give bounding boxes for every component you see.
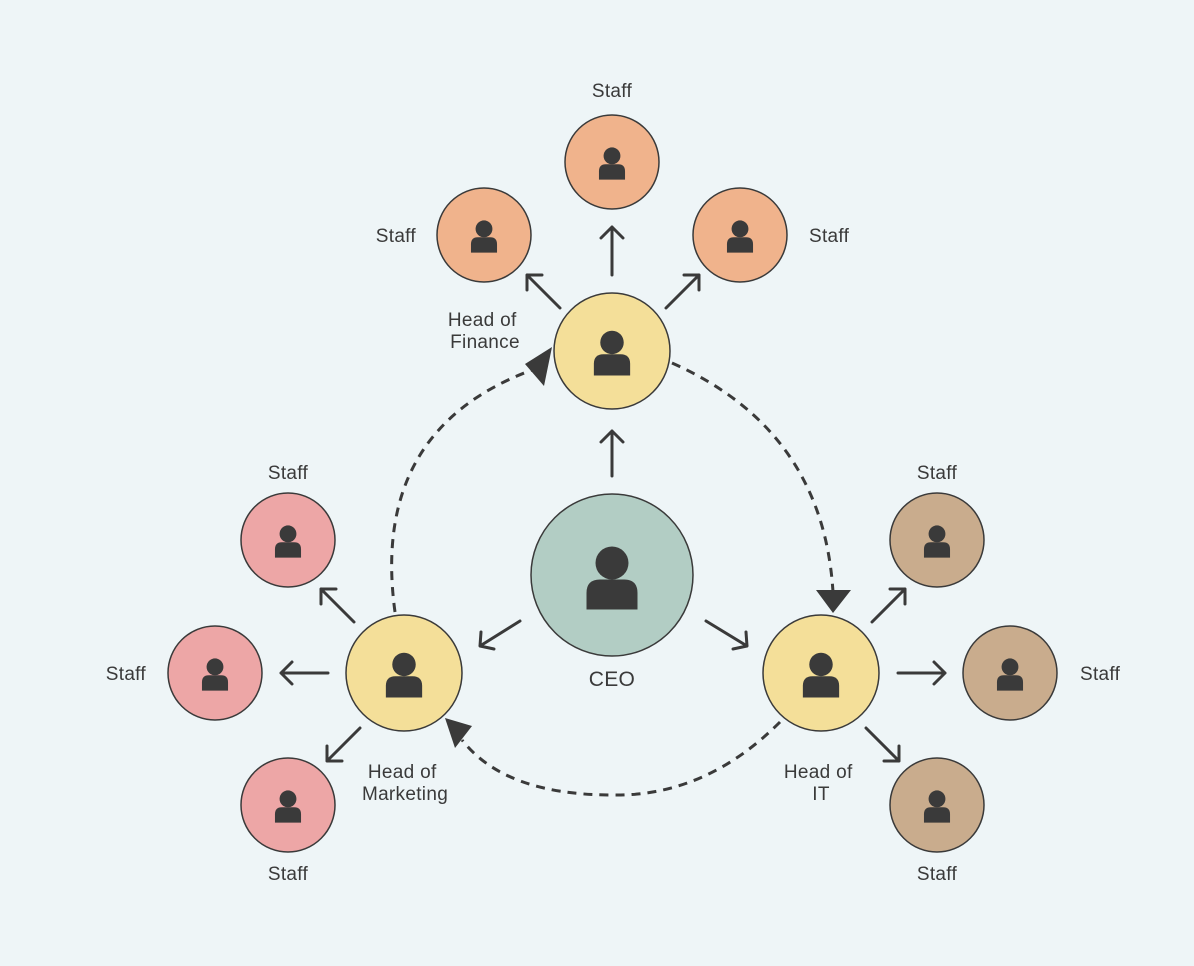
finance-head-node: Head of Finance xyxy=(448,292,671,410)
dashed-connections xyxy=(390,347,851,797)
marketing-staff-top: Staff xyxy=(240,463,336,588)
dashed-arrow-marketing-to-finance xyxy=(390,368,533,613)
it-staff-bottom: Staff xyxy=(889,757,985,885)
finance-staff-top: Staff xyxy=(564,81,660,210)
arrow-finance-to-staff-top xyxy=(599,225,625,277)
finance-staff-left: Staff xyxy=(376,187,532,283)
staff-label: Staff xyxy=(106,664,147,685)
dashed-arrowhead-marketing xyxy=(445,718,472,748)
it-head-node: Head of IT xyxy=(762,614,880,805)
dashed-arrow-finance-to-it xyxy=(671,361,835,593)
finance-staff-right: Staff xyxy=(692,187,850,283)
arrow-marketing-to-staff-bottom xyxy=(325,726,362,763)
staff-label: Staff xyxy=(268,463,309,484)
arrow-marketing-to-staff-mid xyxy=(279,660,330,686)
marketing-head-label: Head of Marketing xyxy=(362,762,448,805)
arrow-finance-to-staff-right xyxy=(664,273,701,310)
arrow-it-to-staff-mid xyxy=(896,660,947,686)
marketing-head-node: Head of Marketing xyxy=(345,614,463,805)
arrow-ceo-to-marketing xyxy=(478,619,522,651)
ceo-node: CEO xyxy=(530,493,694,691)
solid-connections xyxy=(279,225,947,763)
arrow-marketing-to-staff-top xyxy=(319,587,356,624)
marketing-staff-bottom: Staff xyxy=(240,757,336,885)
arrow-finance-to-staff-left xyxy=(525,273,562,310)
staff-label: Staff xyxy=(809,226,850,247)
marketing-staff-mid: Staff xyxy=(106,625,263,721)
staff-label: Staff xyxy=(268,864,309,885)
staff-label: Staff xyxy=(917,463,958,484)
arrow-it-to-staff-bottom xyxy=(864,726,901,763)
it-staff-top: Staff xyxy=(889,463,985,588)
staff-label: Staff xyxy=(917,864,958,885)
staff-label: Staff xyxy=(592,81,633,102)
staff-label: Staff xyxy=(1080,664,1121,685)
it-staff-mid: Staff xyxy=(962,625,1121,721)
arrow-ceo-to-it xyxy=(704,619,749,651)
finance-head-label: Head of Finance xyxy=(448,310,522,353)
it-head-label: Head of IT xyxy=(784,762,858,805)
staff-label: Staff xyxy=(376,226,417,247)
dashed-arrowhead-it xyxy=(816,590,851,613)
ceo-label: CEO xyxy=(589,668,635,691)
dashed-arrowhead-finance xyxy=(525,347,552,386)
arrow-it-to-staff-top xyxy=(870,587,907,624)
arrow-ceo-to-finance xyxy=(599,429,625,478)
dashed-arrow-it-to-marketing xyxy=(460,720,782,797)
